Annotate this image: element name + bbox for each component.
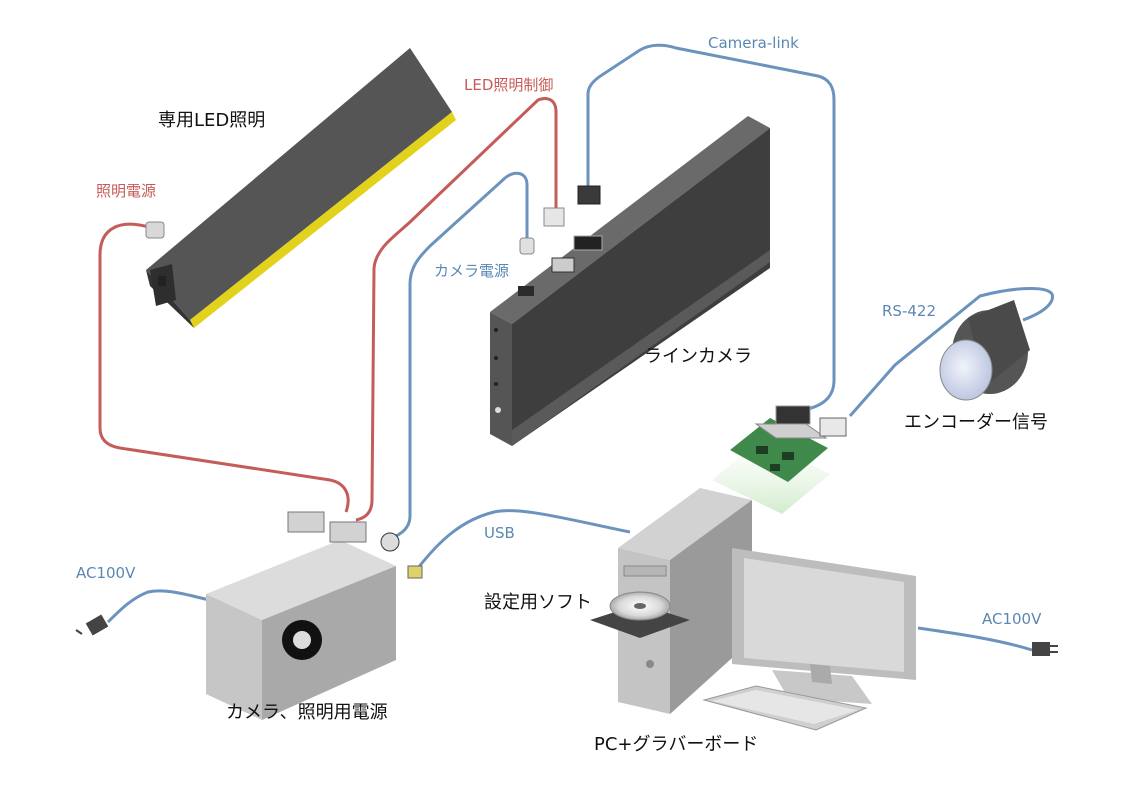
usb-plug xyxy=(407,565,423,579)
encoder-label: エンコーダー信号 xyxy=(904,412,1048,433)
usb-cable xyxy=(416,509,631,569)
camera-link-cable xyxy=(586,43,836,412)
ac-right-label: AC100V xyxy=(982,610,1042,628)
led-control-cable xyxy=(355,97,558,522)
led-power-label: 照明電源 xyxy=(96,182,157,200)
rs422-label: RS-422 xyxy=(882,302,936,320)
dvd-tray xyxy=(590,591,690,638)
camera-power-cable xyxy=(395,171,529,538)
led-light-label: 専用LED照明 xyxy=(158,110,266,131)
rs422-board-plug xyxy=(819,417,847,437)
keyboard xyxy=(702,685,868,731)
ac-cable-left xyxy=(106,589,211,624)
camera-power-label: カメラ電源 xyxy=(434,262,510,280)
line-camera-label: ラインカメラ xyxy=(644,346,752,367)
camera-link-label: Camera-link xyxy=(708,34,799,52)
software-label: 設定用ソフト xyxy=(484,592,592,613)
usb-label: USB xyxy=(484,524,515,542)
power-supply xyxy=(206,540,396,720)
led-light xyxy=(146,48,456,328)
ac-left-label: AC100V xyxy=(76,564,136,582)
monitor xyxy=(732,548,916,704)
led-power-cable xyxy=(98,222,350,513)
ac-plug-left xyxy=(75,614,109,636)
camera-power-socket xyxy=(380,532,400,552)
led-power-connector xyxy=(145,221,165,239)
line-camera xyxy=(490,116,770,446)
ac-plug-right xyxy=(1032,642,1058,656)
pc-label: PC+グラバーボード xyxy=(594,734,759,755)
camera-link-plug xyxy=(577,185,601,205)
led-power-socket xyxy=(287,511,325,533)
camera-power-plug xyxy=(519,237,535,255)
encoder xyxy=(939,300,1030,401)
grabber-board xyxy=(712,418,830,514)
led-control-socket xyxy=(329,521,367,543)
led-control-label: LED照明制御 xyxy=(464,76,554,94)
ac-cable-right xyxy=(917,626,1033,652)
power-supply-label: カメラ、照明用電源 xyxy=(226,702,388,723)
led-control-plug xyxy=(543,207,565,227)
rs422-cable xyxy=(848,286,1054,417)
camera-link-board-plug xyxy=(775,405,811,425)
